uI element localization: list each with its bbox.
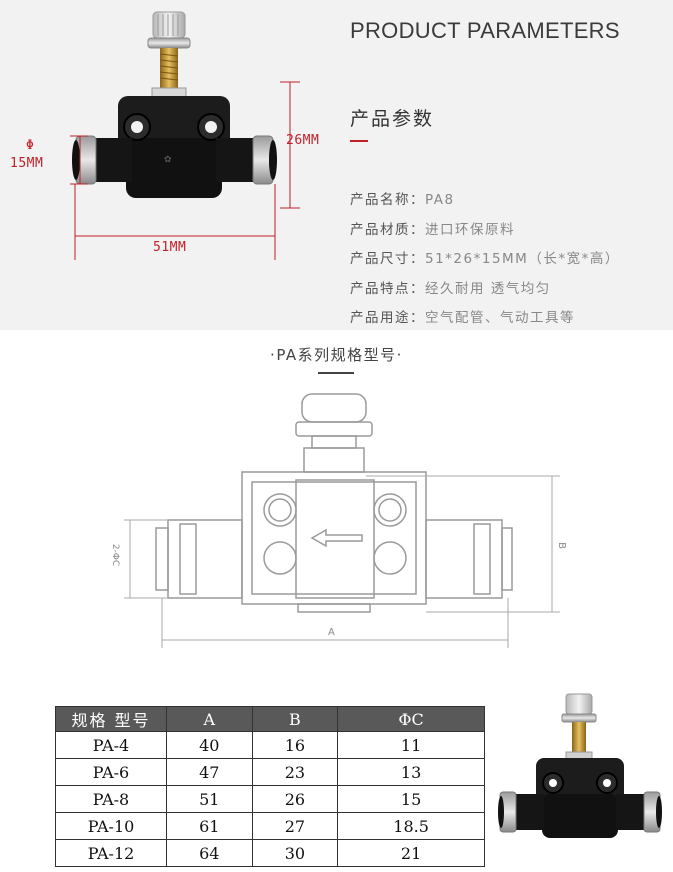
table-cell: 26 bbox=[251, 785, 339, 813]
spec-label: 产品名称： bbox=[350, 192, 425, 208]
product-photo-dimensioned: ✿ bbox=[70, 11, 300, 260]
svg-text:✿: ✿ bbox=[164, 155, 172, 165]
table-cell: 27 bbox=[251, 812, 339, 840]
table-cell: 30 bbox=[251, 839, 339, 867]
spec-value: 空气配管、气动工具等 bbox=[425, 310, 575, 326]
table-cell: 18.5 bbox=[337, 812, 485, 840]
spec-row-features: 产品特点：经久耐用 透气均匀 bbox=[350, 277, 551, 297]
spec-row-size: 产品尺寸：51*26*15MM（长*宽*高） bbox=[350, 247, 620, 267]
spec-value: PA8 bbox=[425, 192, 455, 208]
table-cell: 13 bbox=[337, 758, 485, 786]
table-cell: 23 bbox=[251, 758, 339, 786]
table-cell: 40 bbox=[166, 731, 253, 759]
diameter-dimension-label: 15MM bbox=[10, 156, 44, 171]
height-dimension-label: 26MM bbox=[286, 133, 320, 148]
table-cell: PA-8 bbox=[55, 785, 167, 813]
spec-value: 经久耐用 透气均匀 bbox=[425, 281, 551, 297]
product-parameters-title-cn: 产品参数 bbox=[350, 108, 435, 130]
series-spec-title: ·PA系列规格型号· bbox=[270, 346, 403, 364]
table-cell: 15 bbox=[337, 785, 485, 813]
phi-symbol: Φ bbox=[26, 138, 35, 153]
series-title-rule bbox=[318, 372, 354, 374]
length-dimension-label: 51MM bbox=[153, 240, 187, 255]
product-parameters-title: PRODUCT PARAMETERS bbox=[350, 18, 620, 43]
table-cell: 51 bbox=[166, 785, 253, 813]
spec-row-usage: 产品用途：空气配管、气动工具等 bbox=[350, 306, 575, 326]
spec-label: 产品特点： bbox=[350, 281, 425, 297]
table-cell: PA-10 bbox=[55, 812, 167, 840]
spec-label: 产品材质： bbox=[350, 222, 425, 238]
table-cell: 21 bbox=[337, 839, 485, 867]
table-cell: PA-6 bbox=[55, 758, 167, 786]
table-cell: PA-12 bbox=[55, 839, 167, 867]
table-cell: 16 bbox=[251, 731, 339, 759]
table-cell: 64 bbox=[166, 839, 253, 867]
technical-drawing bbox=[124, 393, 560, 648]
table-cell: 61 bbox=[166, 812, 253, 840]
table-cell: 11 bbox=[337, 731, 485, 759]
table-header: A bbox=[166, 706, 253, 732]
dimension-b-label: B bbox=[555, 542, 567, 549]
dimension-c-label: 2-ΦC bbox=[110, 543, 121, 567]
table-cell: 47 bbox=[166, 758, 253, 786]
product-photo-small bbox=[498, 693, 662, 838]
spec-value: 进口环保原料 bbox=[425, 222, 515, 238]
spec-row-material: 产品材质：进口环保原料 bbox=[350, 218, 515, 238]
table-cell: PA-4 bbox=[55, 731, 167, 759]
spec-row-name: 产品名称：PA8 bbox=[350, 188, 455, 208]
table-header: 规格 型号 bbox=[55, 706, 167, 732]
dimension-a-label: A bbox=[328, 627, 335, 638]
table-header-row: 规格 型号 A B ΦC bbox=[55, 706, 485, 732]
spec-label: 产品用途： bbox=[350, 310, 425, 326]
spec-label: 产品尺寸： bbox=[350, 251, 425, 267]
spec-value: 51*26*15MM（长*宽*高） bbox=[425, 251, 620, 267]
table-header: ΦC bbox=[337, 706, 485, 732]
table-header: B bbox=[251, 706, 339, 732]
title-accent-rule bbox=[350, 140, 368, 142]
